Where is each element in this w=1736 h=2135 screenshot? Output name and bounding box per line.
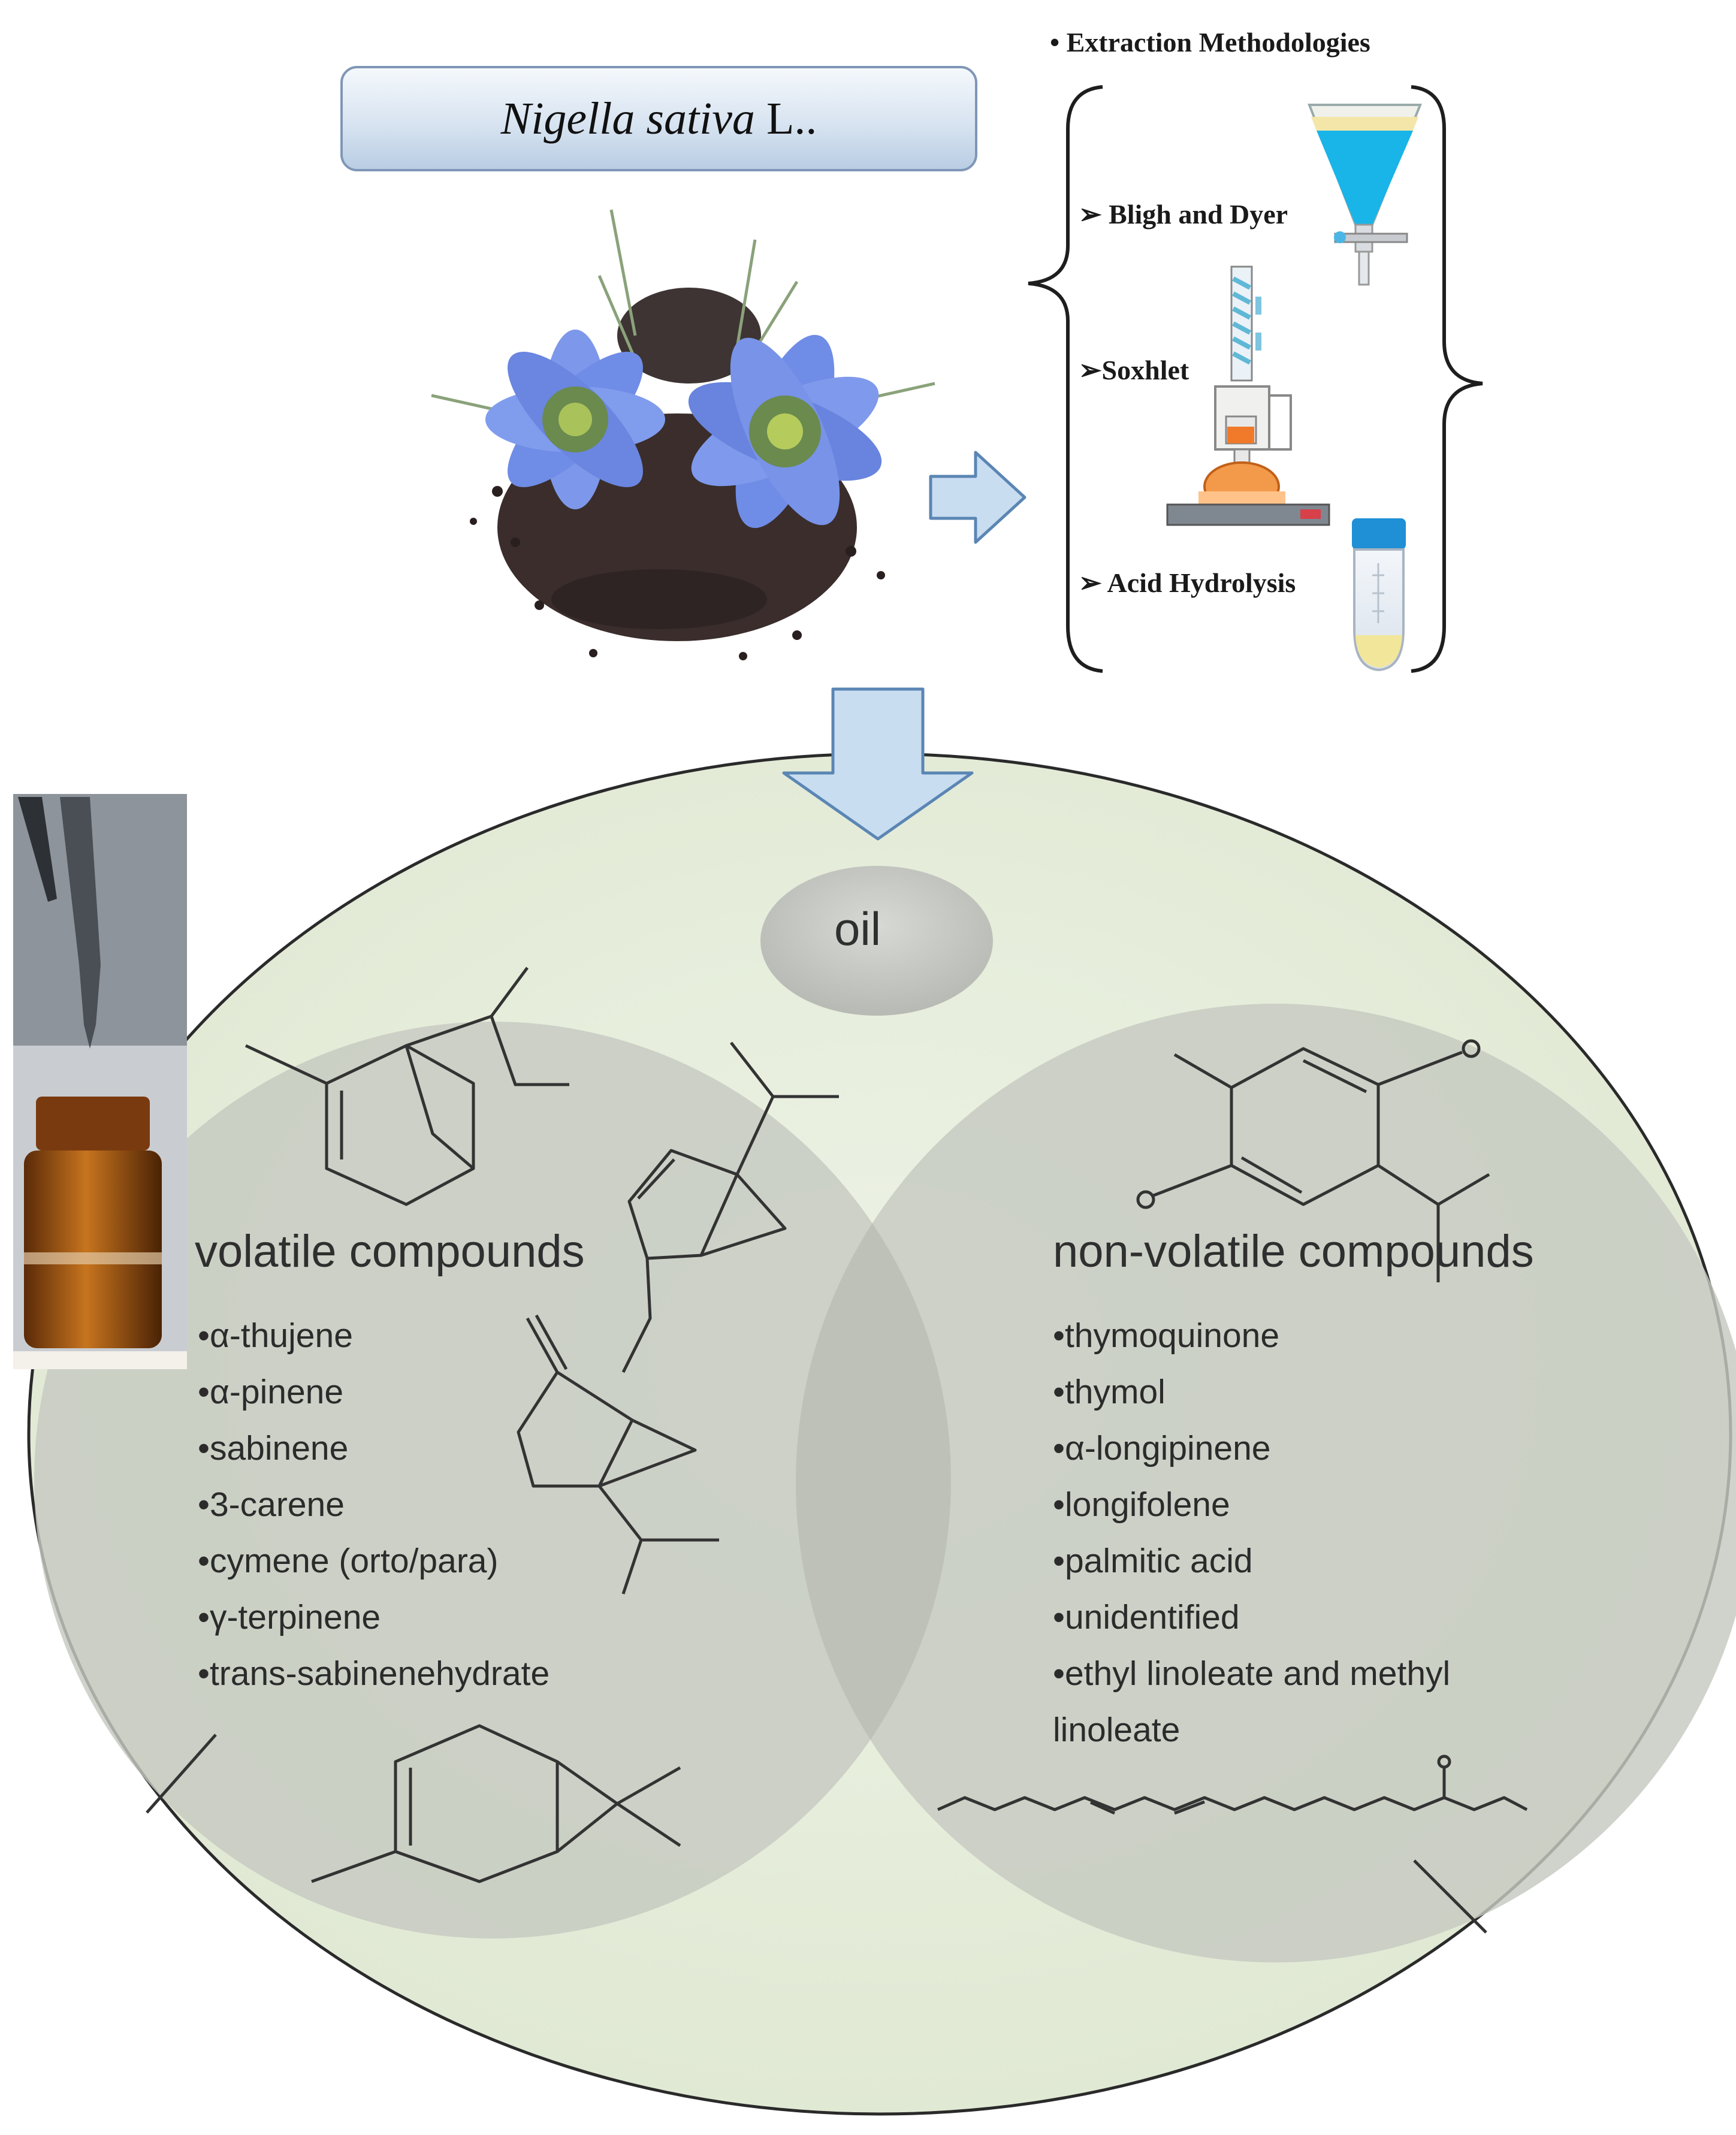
non-volatile-list: •thymoquinone •thymol •α-longipinene •lo… (1053, 1307, 1450, 1758)
volatile-circle (34, 1022, 951, 1938)
methyl-linoleate-structure (937, 1754, 1528, 1934)
non-volatile-heading: non-volatile compounds (1053, 1226, 1534, 1277)
non-volatile-item: •palmitic acid (1053, 1542, 1253, 1580)
nigella-plant-image (431, 209, 935, 660)
non-volatile-item: •α-longipinene (1053, 1429, 1271, 1467)
non-volatile-circle (796, 1004, 1736, 1962)
volatile-heading: volatile compounds (195, 1226, 585, 1277)
separatory-funnel-icon (1308, 104, 1422, 286)
oil-label: oil (834, 902, 881, 955)
soxhlet-apparatus-icon (1166, 265, 1330, 526)
species-title-box: Nigella sativa L.. (340, 66, 977, 171)
alpha-thujene-structure (621, 1041, 839, 1373)
volatile-list: •α-thujene •α-pinene •sabinene •3-carene… (198, 1307, 550, 1702)
oil-ellipse (760, 866, 993, 1016)
down-arrow (782, 687, 974, 841)
non-volatile-item: •longifolene (1053, 1485, 1230, 1524)
non-volatile-item: •ethyl linoleate and methyl (1053, 1654, 1451, 1693)
centrifuge-tube-icon (1352, 518, 1406, 672)
volatile-item: •trans-sabinenehydrate (198, 1654, 550, 1693)
volatile-item: •γ-terpinene (198, 1598, 381, 1636)
sabinene-structure (517, 1314, 719, 1595)
thymoquinone-structure (1136, 1039, 1490, 1282)
non-volatile-item: linoleate (1053, 1711, 1181, 1749)
3-carene-structure (146, 1724, 681, 1883)
volatile-item: •3-carene (198, 1485, 345, 1524)
volatile-item: •cymene (orto/para) (198, 1542, 499, 1580)
method-acid-hydrolysis: ➢ Acid Hydrolysis (1079, 567, 1296, 598)
extraction-heading: • Extraction Methodologies (1050, 27, 1370, 58)
volatile-item: •α-thujene (198, 1316, 353, 1355)
volatile-item: •α-pinene (198, 1373, 344, 1411)
non-volatile-item: •unidentified (1053, 1598, 1240, 1636)
non-volatile-item: •thymoquinone (1053, 1316, 1280, 1355)
right-brace (1411, 85, 1483, 673)
left-brace (1028, 85, 1103, 673)
species-authority: L.. (754, 93, 817, 144)
volatile-item: •sabinene (198, 1429, 349, 1467)
method-bligh-dyer: ➢ Bligh and Dyer (1079, 199, 1288, 229)
method-soxhlet: ➢Soxhlet (1079, 355, 1189, 385)
species-name: Nigella sativa (500, 93, 755, 144)
oil-bottle-photo (13, 794, 187, 1369)
alpha-pinene-structure (244, 967, 569, 1206)
non-volatile-item: •thymol (1053, 1373, 1166, 1411)
right-arrow (929, 451, 1026, 544)
